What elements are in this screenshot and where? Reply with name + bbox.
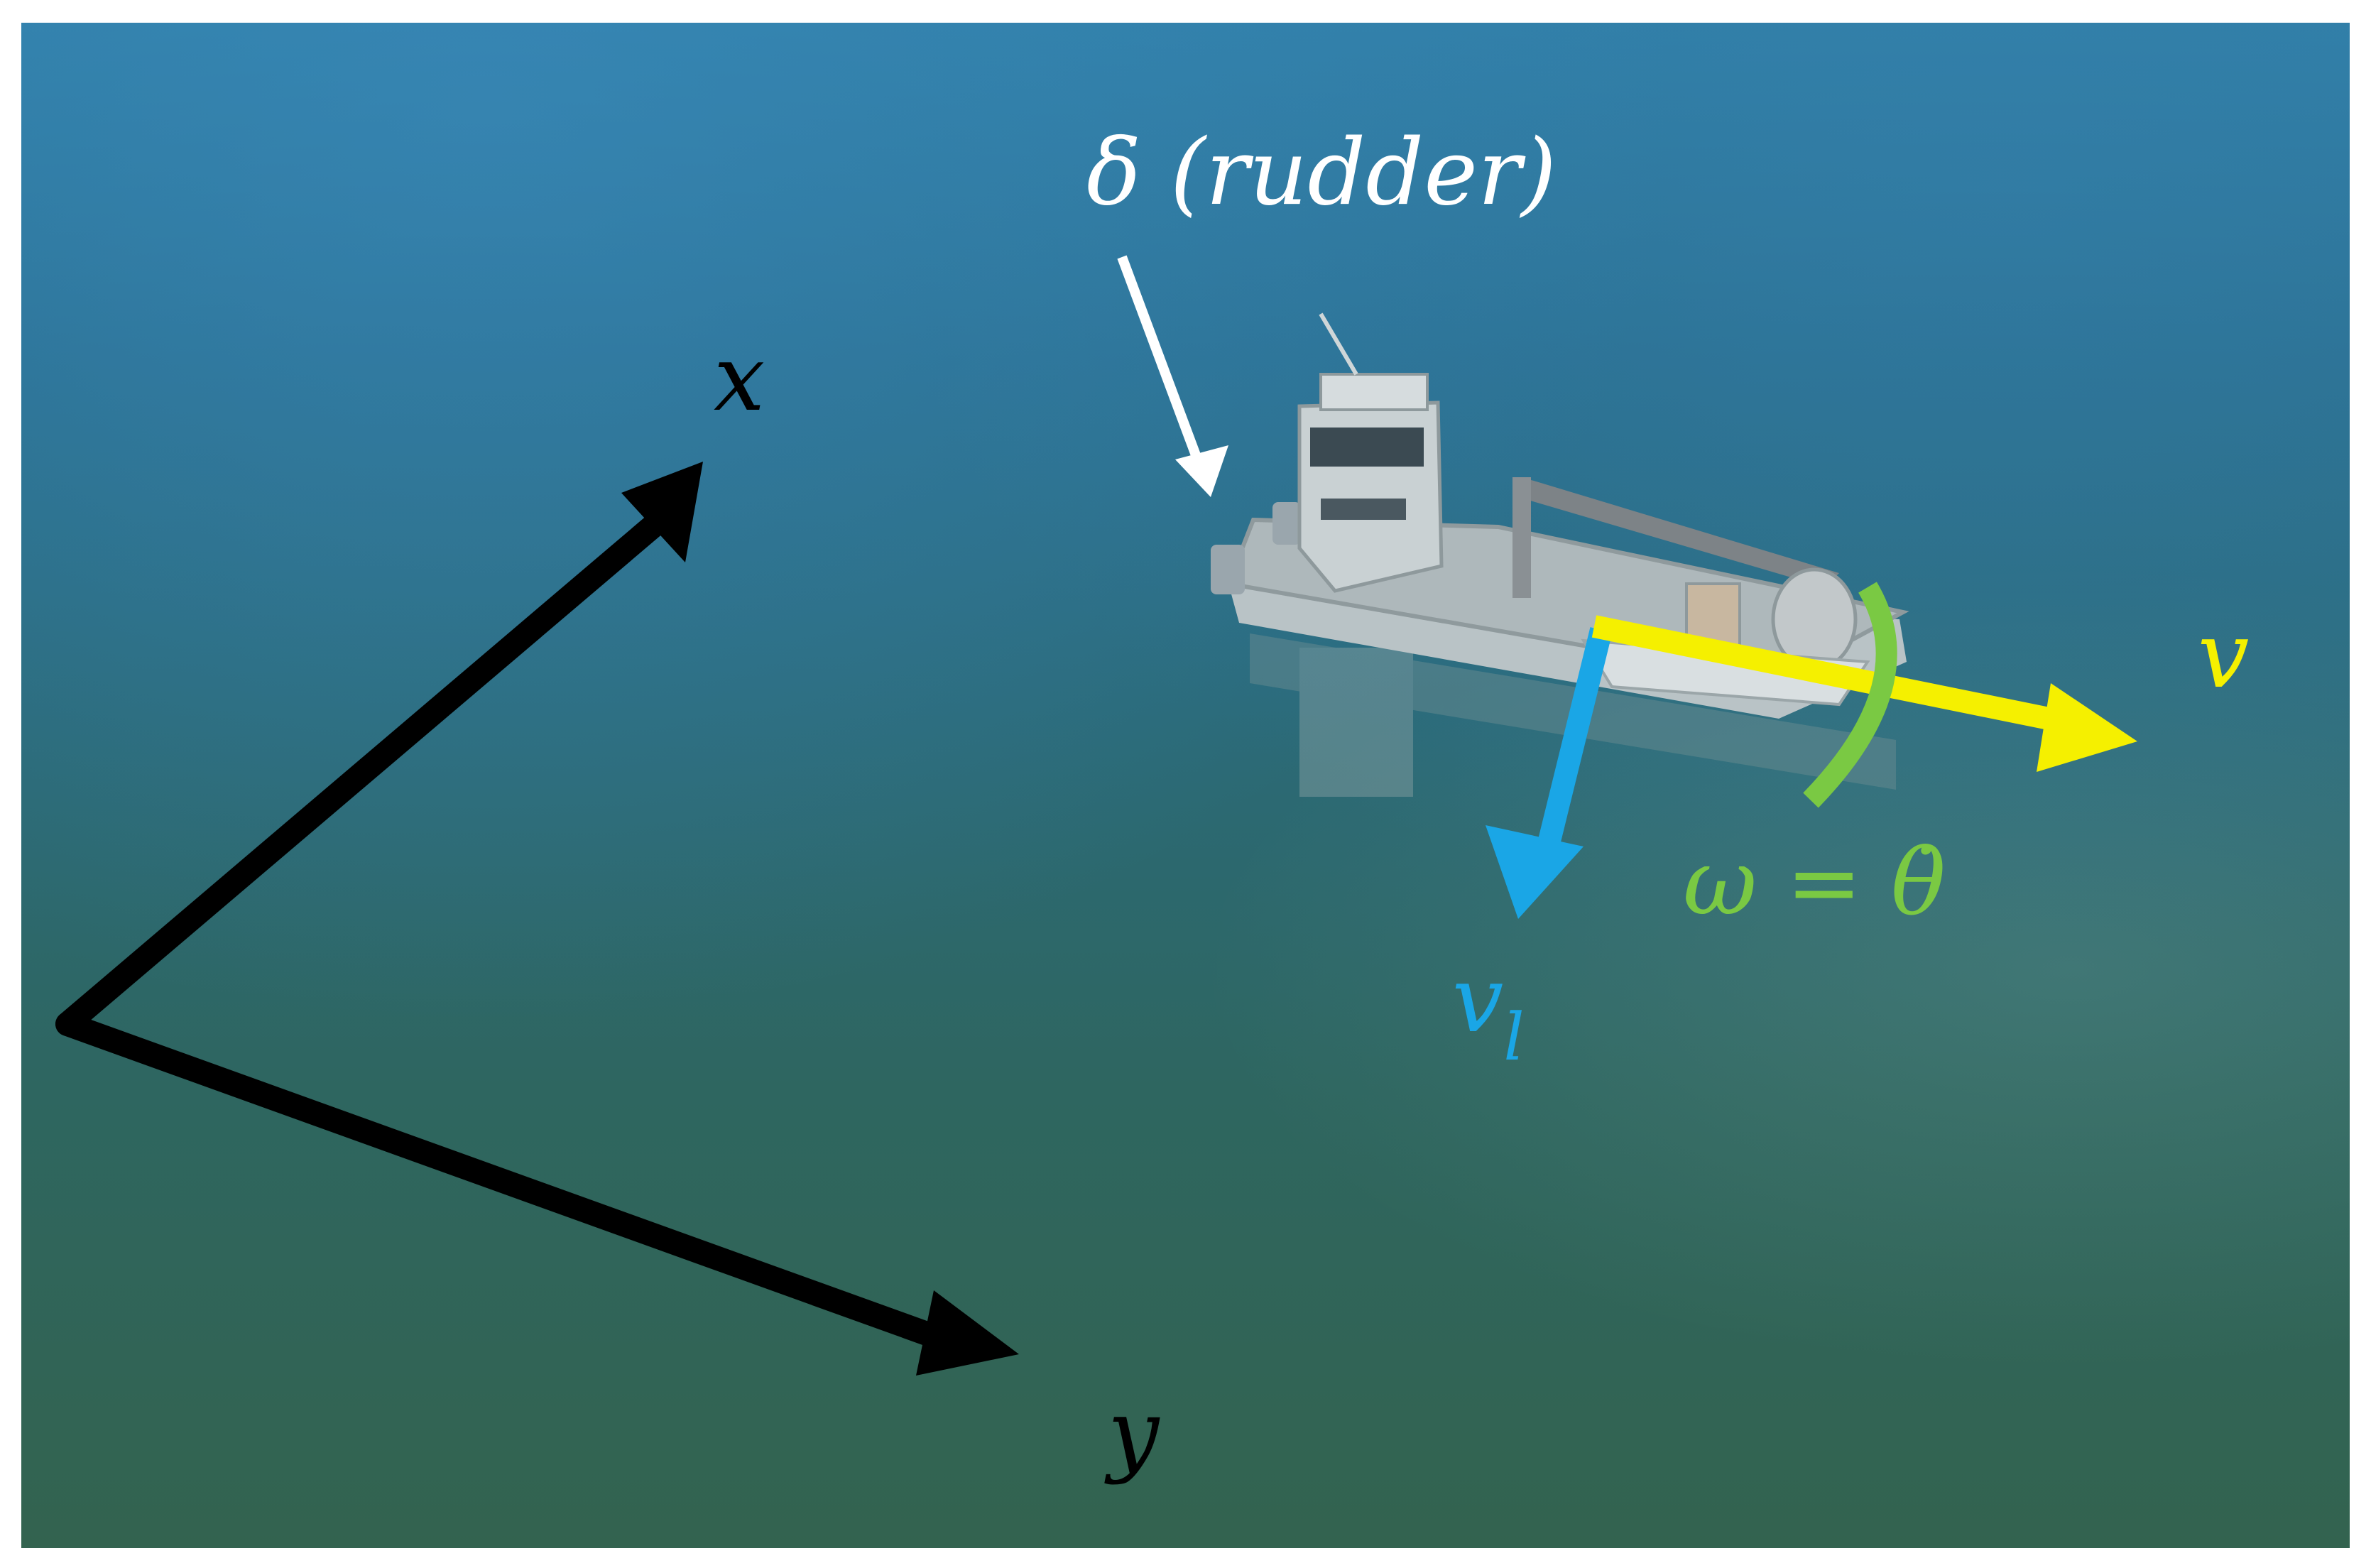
coordinate-axes <box>55 462 1019 1376</box>
velocity-arrow <box>1591 615 2137 772</box>
lateral-velocity-subscript: l <box>1503 999 1524 1075</box>
boat <box>1211 312 1909 719</box>
y-axis-arrow <box>55 1012 956 1352</box>
y-axis-label: y <box>1104 1381 1160 1486</box>
rudder-pointer <box>1117 255 1228 497</box>
x-axis-arrowhead <box>621 462 703 562</box>
x-axis-label: x <box>714 326 765 432</box>
lateral-velocity-label: vl <box>1452 947 1525 1075</box>
velocity-label: v <box>2198 603 2249 709</box>
lateral-velocity-symbol: v <box>1452 947 1503 1053</box>
diagram-overlay: δ (rudder) x y v vl ω = θ̇ <box>55 120 2249 1486</box>
figure-frame: δ (rudder) x y v vl ω = θ̇ <box>21 23 2350 1548</box>
rudder-label: δ (rudder) <box>1086 120 1557 226</box>
x-axis-arrow <box>55 508 672 1036</box>
lateral-velocity-arrow <box>1486 627 1613 919</box>
angular-velocity-arc <box>1803 582 1897 808</box>
y-axis-arrowhead <box>916 1290 1019 1376</box>
water-background <box>21 23 2350 1548</box>
angular-velocity-label: ω = θ̇ <box>1683 830 1946 936</box>
